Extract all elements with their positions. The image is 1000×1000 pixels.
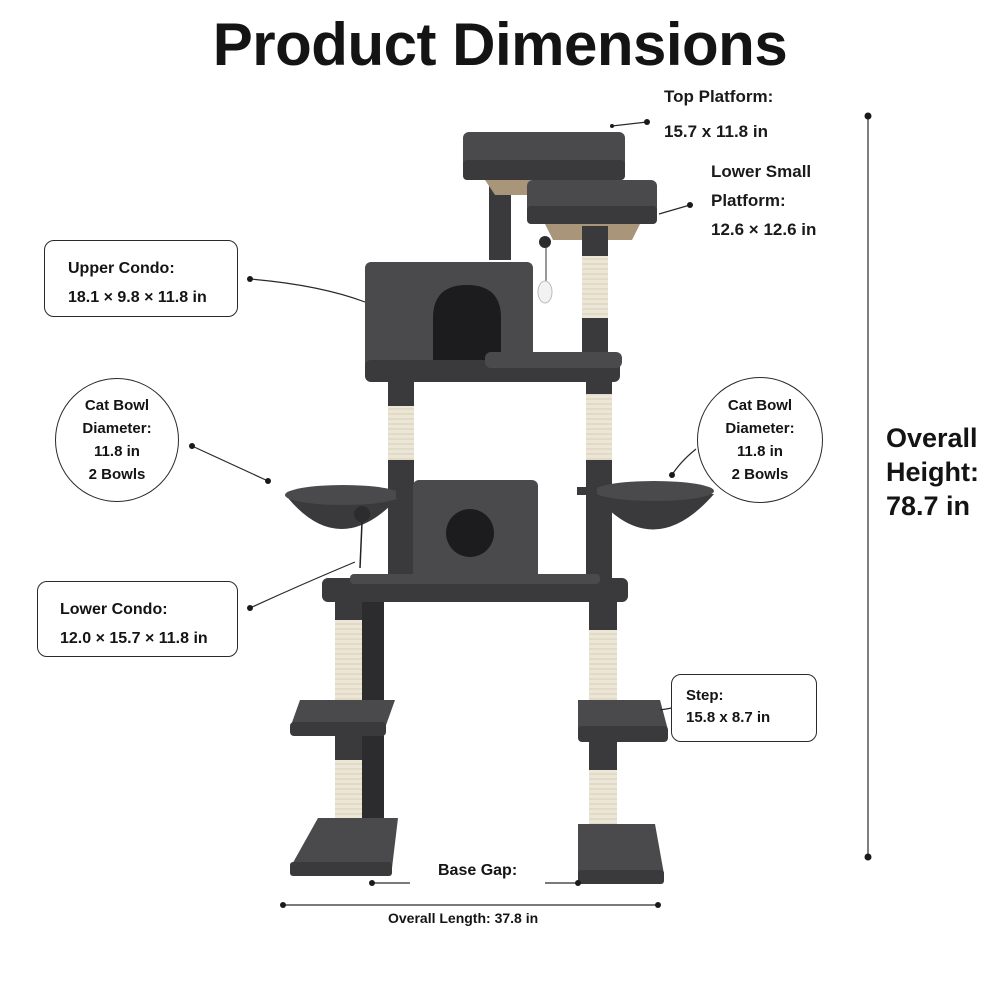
top-platform-size: 15.7 x 11.8 in — [664, 122, 768, 141]
cat-bowl-left-diameter: 11.8 in — [94, 443, 140, 460]
cat-bowl-right-count: 2 Bowls — [731, 466, 789, 483]
lower-small-platform-size: 12.6 × 12.6 in — [711, 220, 817, 239]
step-leader — [659, 707, 673, 711]
top-platform-label: Top Platform: 15.7 x 11.8 in — [664, 82, 773, 146]
left-cat-bowl — [285, 485, 410, 569]
lower-condo-title: Lower Condo: — [60, 601, 168, 618]
upper-condo-leader — [249, 278, 366, 303]
right-step — [578, 700, 668, 742]
overall-length-label: Overall Length: 37.8 in — [388, 910, 539, 926]
right-cat-bowl — [577, 481, 714, 530]
upper-condo-size: 18.1 × 9.8 × 11.8 in — [68, 289, 207, 306]
lower-small-platform-title-2: Platform: — [711, 191, 786, 210]
top-platform-leader — [611, 121, 648, 127]
right-base — [578, 824, 664, 884]
base-gap-label: Base Gap: — [438, 862, 518, 879]
cat-bowl-right-diameter: 11.8 in — [737, 443, 783, 460]
page-title: Product Dimensions — [212, 11, 788, 78]
cat-bowl-left-count: 2 Bowls — [88, 466, 146, 483]
step-size: 15.8 x 8.7 in — [686, 709, 771, 726]
lower-condo-size: 12.0 × 15.7 × 11.8 in — [60, 630, 208, 647]
cat-bowl-left-title-2: Diameter: — [82, 420, 152, 437]
cat-bowl-right-leader — [671, 448, 697, 476]
cat-bowl-left-title-1: Cat Bowl — [84, 397, 150, 414]
cat-bowl-right-title-2: Diameter: — [725, 420, 795, 437]
lower-condo — [322, 480, 628, 602]
step-title: Step: — [686, 687, 724, 704]
lower-condo-leader — [249, 561, 356, 609]
cat-bowl-right-title-1: Cat Bowl — [727, 397, 793, 414]
top-platform-post — [489, 180, 511, 260]
upper-condo-title: Upper Condo: — [68, 260, 175, 277]
top-platform-title: Top Platform: — [664, 87, 774, 106]
lower-small-platform-title-1: Lower Small — [711, 162, 812, 181]
overall-height-title-1: Overall — [886, 423, 978, 453]
left-base — [290, 818, 398, 876]
overall-height-value: 78.7 in — [886, 491, 971, 521]
lower-small-platform-leader — [658, 204, 691, 215]
overall-height-title-2: Height: — [886, 457, 979, 487]
step-label: Step: 15.8 x 8.7 in — [671, 674, 817, 742]
overall-height-label: Overall Height: 78.7 in — [886, 421, 979, 523]
lower-small-platform-label: Lower Small Platform: 12.6 × 12.6 in — [711, 157, 816, 244]
cat-bowl-right-label: Cat Bowl Diameter: 11.8 in 2 Bowls — [697, 377, 823, 503]
upper-condo-label: Upper Condo: 18.1 × 9.8 × 11.8 in — [44, 240, 238, 317]
toy-mouse — [537, 280, 553, 304]
cat-bowl-left-leader — [191, 445, 269, 482]
cat-bowl-left-label: Cat Bowl Diameter: 11.8 in 2 Bowls — [55, 378, 179, 502]
lower-condo-label: Lower Condo: 12.0 × 15.7 × 11.8 in — [37, 581, 238, 657]
left-step — [290, 700, 395, 736]
upper-condo — [365, 262, 622, 382]
